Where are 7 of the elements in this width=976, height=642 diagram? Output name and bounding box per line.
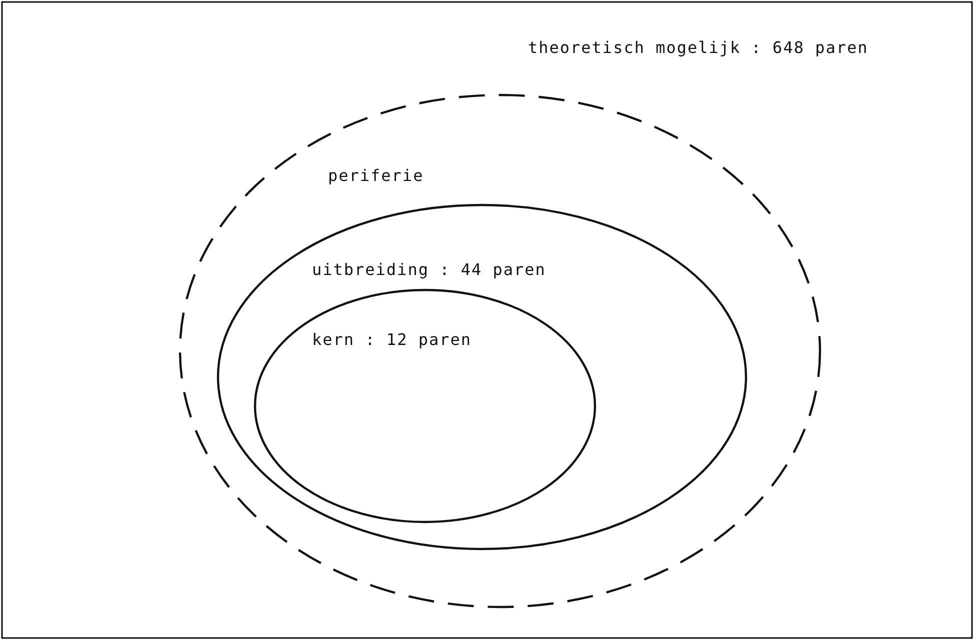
set-label: uitbreiding : 44 paren (312, 260, 546, 279)
set-label: theoretisch mogelijk : 648 paren (528, 38, 868, 57)
ellipse (216, 204, 748, 550)
dashed-ellipse (178, 94, 822, 608)
ellipse (254, 288, 596, 524)
set-label: kern : 12 paren (312, 330, 472, 349)
set-label: periferie (328, 166, 424, 185)
